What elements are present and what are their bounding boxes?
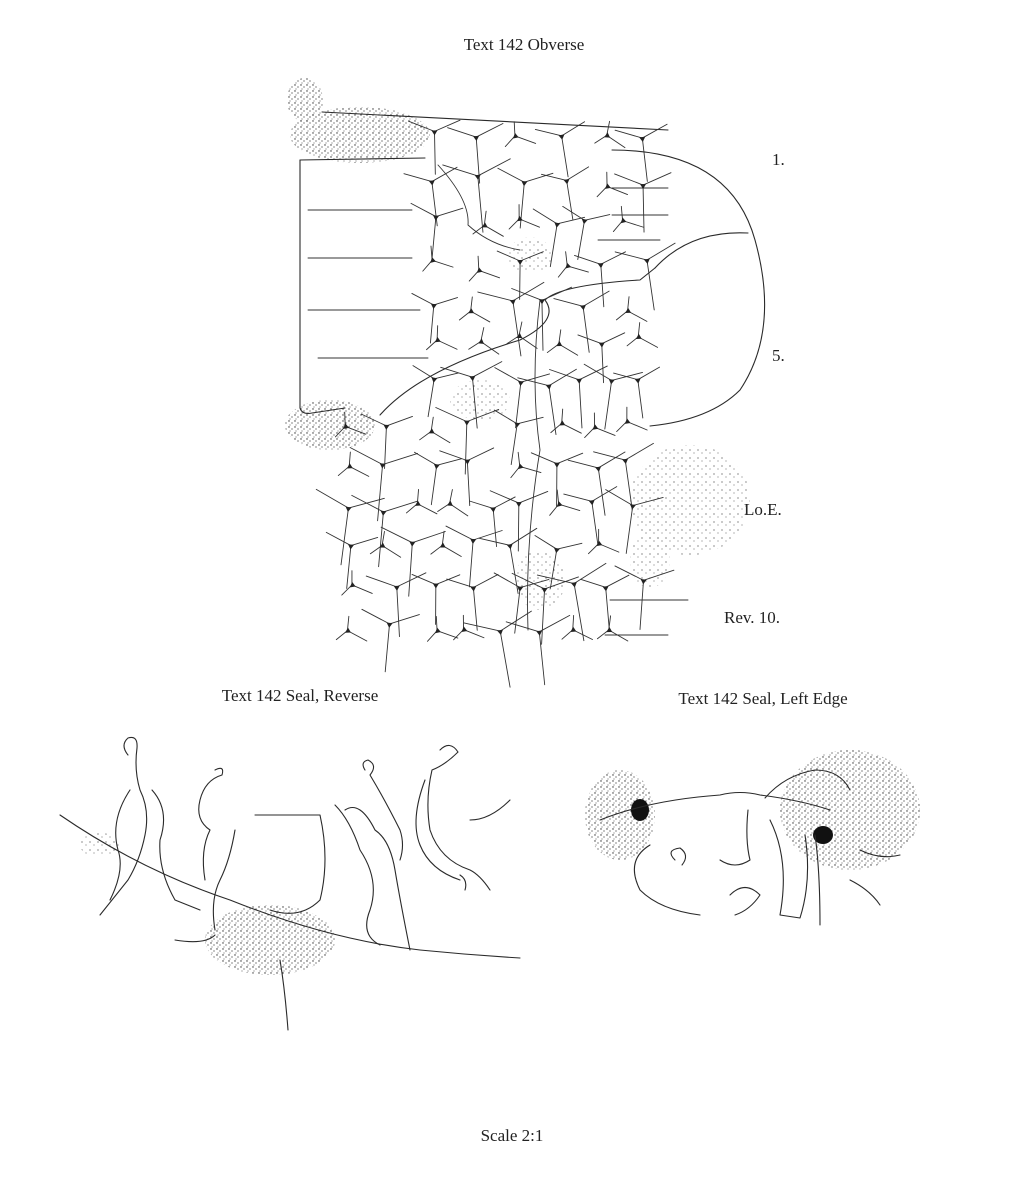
line-marker-5: 5. [772, 346, 785, 365]
obverse-title: Text 142 Obverse [463, 35, 585, 54]
ruled-lines [307, 187, 689, 636]
line-marker-reverse-10: Rev. 10. [724, 608, 781, 627]
cuneiform-wedges [315, 119, 676, 688]
line-marker-1: 1. [772, 150, 785, 169]
scale-label: Scale 2:1 [480, 1126, 544, 1145]
line-marker-lower-edge: Lo.E. [744, 500, 782, 519]
seal-left-edge-title: Text 142 Seal, Left Edge [678, 689, 848, 708]
seal-reverse-title: Text 142 Seal, Reverse [221, 686, 379, 705]
